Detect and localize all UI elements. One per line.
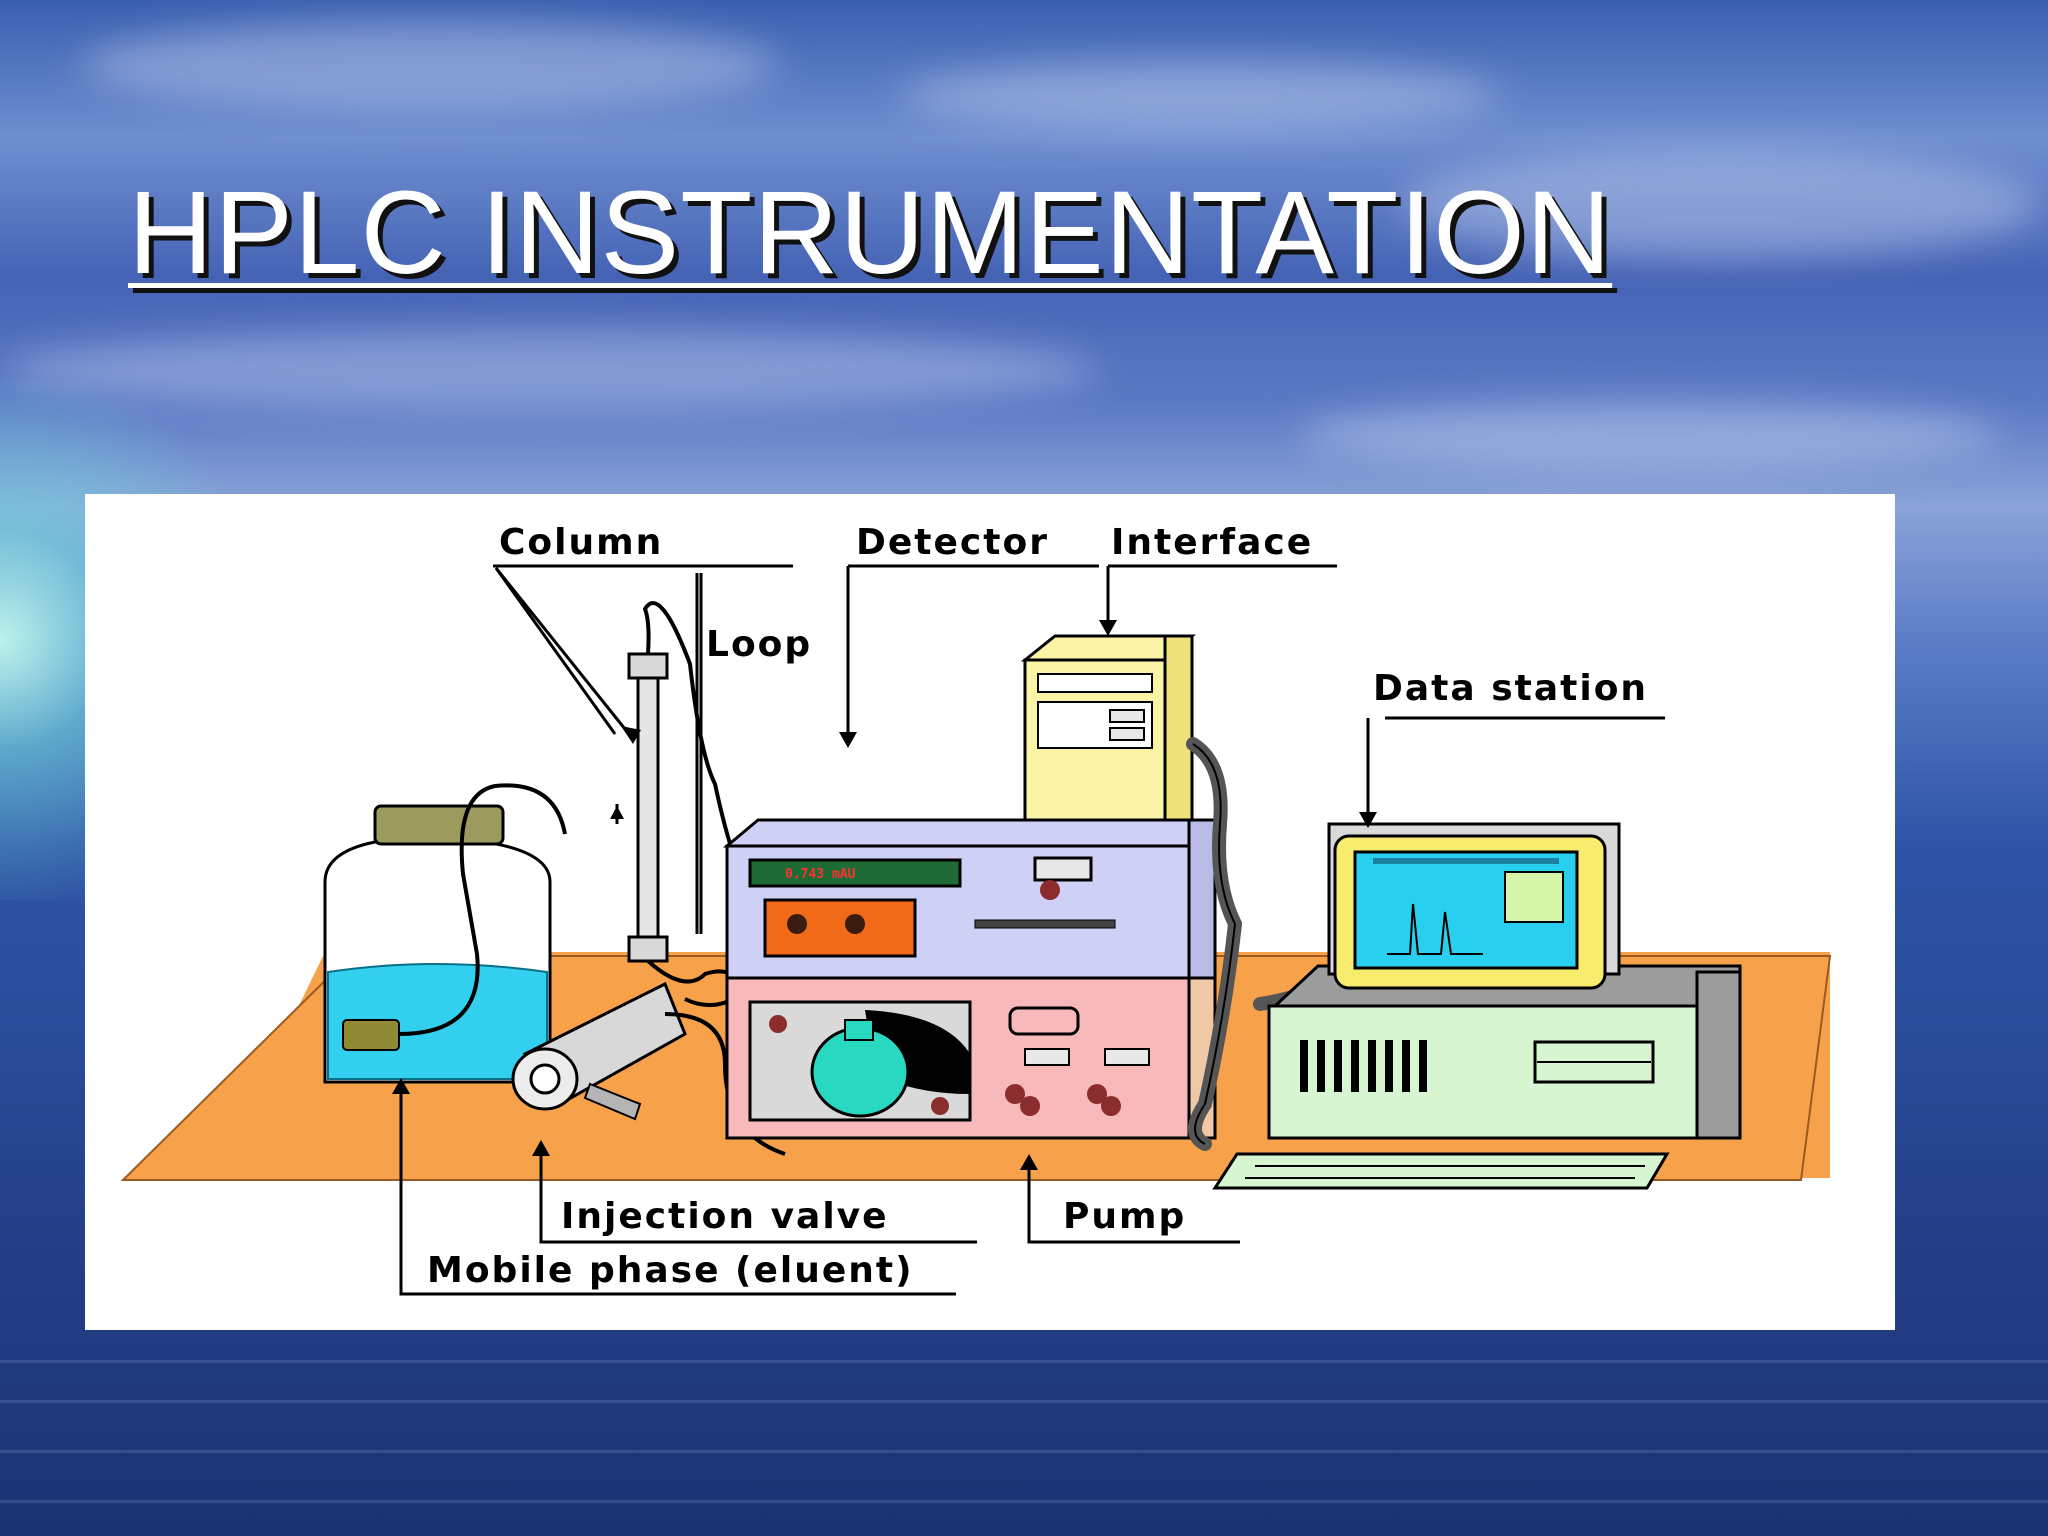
column <box>610 652 669 963</box>
label-detector: Detector <box>856 522 1049 563</box>
detector-readout: 0.743 mAU <box>785 867 856 882</box>
background-wave <box>0 1450 2048 1453</box>
background-cloud <box>80 20 780 110</box>
leader-lines <box>399 564 1665 1296</box>
label-data-station: Data station <box>1373 668 1648 709</box>
label-interface: Interface <box>1111 522 1313 563</box>
label-column: Column <box>499 522 663 563</box>
background-cloud <box>0 330 1100 410</box>
mobile-phase-bottle <box>323 783 567 1084</box>
hplc-diagram-panel: 0.743 mAU <box>85 494 1895 1330</box>
background-cloud <box>1400 150 2040 260</box>
computer-vents <box>1300 1040 1427 1092</box>
slide-title: HPLC INSTRUMENTATION <box>128 167 1613 299</box>
label-injection-valve: Injection valve <box>561 1196 889 1237</box>
background-cloud <box>900 60 1500 130</box>
data-station <box>1212 822 1742 1190</box>
keyboard <box>1212 1152 1670 1190</box>
pump <box>725 976 1217 1140</box>
label-loop: Loop <box>706 624 812 665</box>
background-cloud <box>1300 400 2000 470</box>
interface-unit <box>1020 634 1196 822</box>
label-pump: Pump <box>1063 1196 1186 1237</box>
leader-arrowheads <box>392 620 1377 1170</box>
background-wave <box>0 1500 2048 1503</box>
detector: 0.743 mAU <box>722 818 1217 980</box>
cable-bundle <box>1192 743 1237 1145</box>
label-mobile-phase: Mobile phase (eluent) <box>427 1250 914 1291</box>
hplc-diagram: 0.743 mAU <box>120 522 1832 1296</box>
background-wave <box>0 1360 2048 1363</box>
injection-valve <box>511 981 687 1121</box>
background-wave <box>0 1400 2048 1403</box>
